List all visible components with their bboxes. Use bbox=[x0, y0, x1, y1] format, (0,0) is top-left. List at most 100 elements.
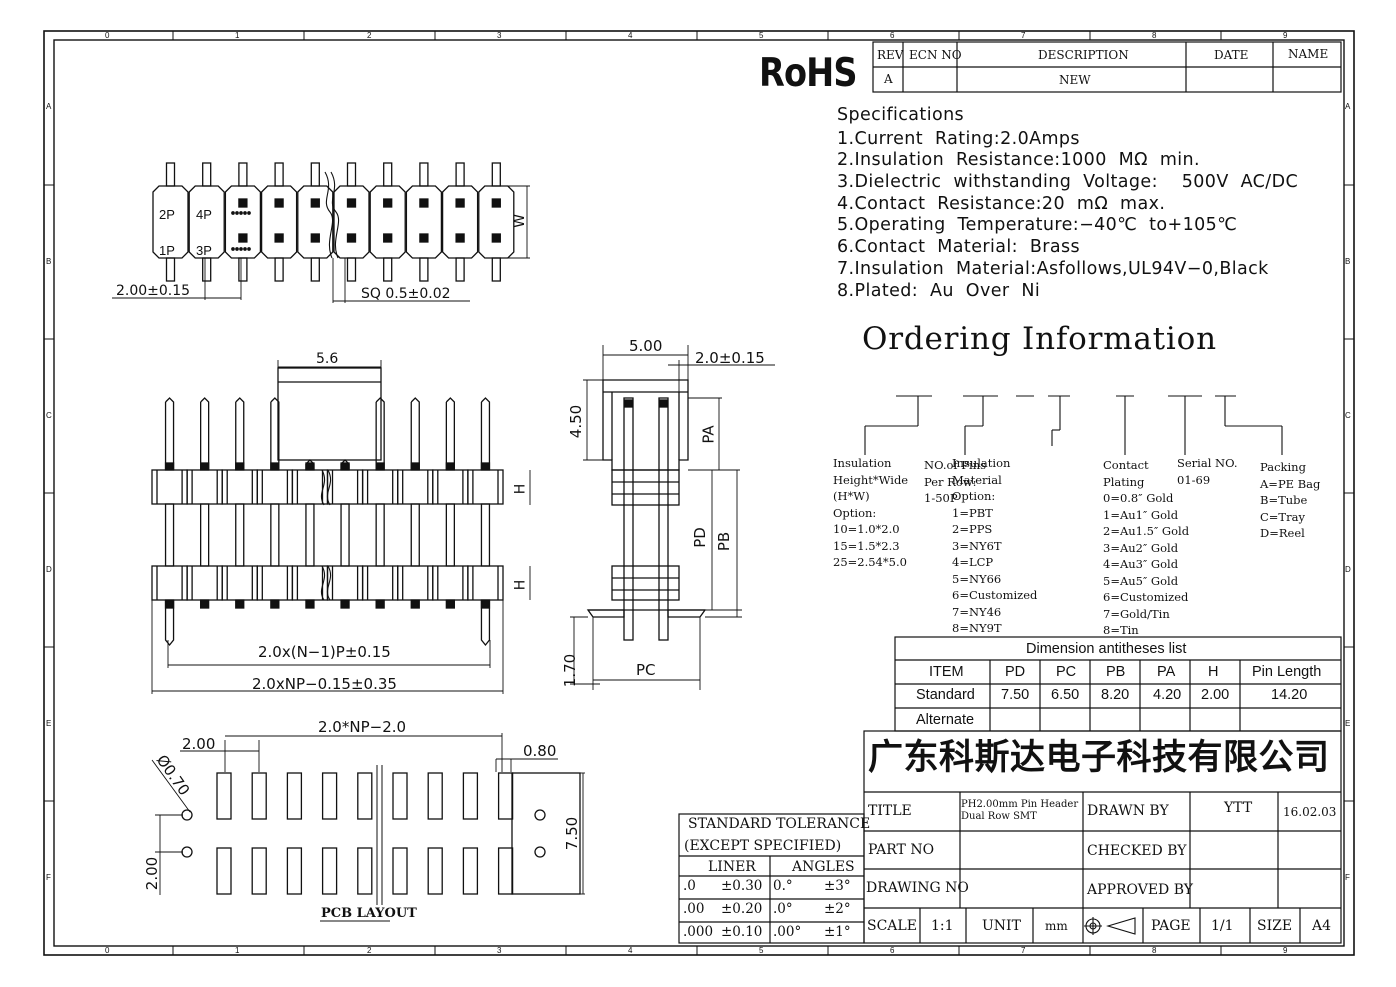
grid-column-label-top: 6 bbox=[890, 31, 895, 40]
tolerance-liner-decimal: .00 bbox=[683, 901, 705, 917]
top-view-pin-tail bbox=[419, 257, 429, 282]
front-view-pin-square bbox=[199, 462, 210, 471]
company-name: 广东科斯达电子科技有限公司 bbox=[868, 738, 1330, 778]
top-view-pin-tail bbox=[274, 257, 284, 282]
grid-column-label-top: 8 bbox=[1152, 31, 1157, 40]
drawn-by-label: DRAWN BY bbox=[1087, 803, 1169, 819]
side-pd-dimension: PD bbox=[690, 527, 709, 548]
top-view-dot bbox=[235, 247, 239, 251]
front-view-pin-square bbox=[305, 462, 315, 471]
approved-by-label: APPROVED BY bbox=[1087, 882, 1194, 898]
front-view-drawing bbox=[151, 360, 531, 694]
tolerance-liner-decimal: .0 bbox=[683, 878, 696, 894]
grid-row-label-left: B bbox=[46, 257, 52, 266]
pcb-pad bbox=[216, 772, 232, 820]
top-view-pin-square bbox=[419, 233, 429, 243]
ordering-title: Ordering Information bbox=[862, 321, 1217, 357]
grid-column-label-bottom: 4 bbox=[628, 946, 633, 955]
grid-row-label-left: C bbox=[46, 411, 52, 420]
top-view-pin-tail bbox=[491, 257, 501, 282]
tolerance-liner-value: ±0.10 bbox=[721, 924, 763, 940]
projection-symbol bbox=[1084, 917, 1136, 935]
grid-column-label-bottom: 7 bbox=[1021, 946, 1026, 955]
front-view-pin-mid bbox=[445, 503, 456, 567]
side-170-dimension: 1.70 bbox=[561, 653, 580, 688]
grid-column-label-top: 4 bbox=[628, 31, 633, 40]
dimension-alternate-label: Alternate bbox=[916, 712, 975, 728]
unit-label: UNIT bbox=[982, 918, 1021, 934]
top-view-pin-tail bbox=[165, 257, 176, 282]
grid-row-label-right: E bbox=[1345, 719, 1351, 728]
front-view-pin-square bbox=[270, 462, 280, 471]
front-view-pin-mid bbox=[199, 503, 210, 567]
spec-item: 1.Current Rating:2.0Amps bbox=[837, 128, 1080, 149]
pin-label-2p: 2P bbox=[159, 207, 175, 222]
side-450-dimension: 4.50 bbox=[567, 404, 586, 439]
top-view-housing-cell bbox=[224, 185, 262, 259]
top-view-pin-square bbox=[419, 198, 429, 208]
side-pb-dimension: PB bbox=[715, 531, 734, 552]
grid-column-label-bottom: 5 bbox=[759, 946, 764, 955]
pin-label-1p: 1P bbox=[159, 243, 175, 258]
top-view-pin-tail bbox=[238, 257, 248, 282]
tolerance-angle-value: ±3° bbox=[824, 878, 851, 894]
top-view-housing-cell bbox=[478, 185, 515, 259]
ordering-contact-plating: Contact Plating 0=0.8″ Gold 1=Au1″ Gold … bbox=[1103, 458, 1190, 637]
grid-row-label-right: F bbox=[1345, 873, 1350, 882]
name-header: NAME bbox=[1288, 47, 1329, 61]
dimension-header-cell: PB bbox=[1106, 664, 1126, 680]
title-value: PH2.00mm Pin Header Dual Row SMT bbox=[961, 799, 1079, 822]
top-view-housing-cell bbox=[260, 185, 298, 259]
pcb-pad bbox=[216, 847, 232, 895]
revision-table-lines bbox=[872, 41, 1342, 93]
title-block-lines bbox=[863, 730, 1342, 944]
front-view-pin-mid bbox=[340, 503, 350, 567]
top-view-pin-square bbox=[491, 233, 501, 243]
top-view-dot bbox=[247, 247, 251, 251]
spec-item: 4.Contact Resistance:20 mΩ max. bbox=[837, 193, 1166, 214]
grid-column-label-top: 7 bbox=[1021, 31, 1026, 40]
top-view-pin-square bbox=[455, 198, 465, 208]
front-view-pin-square bbox=[199, 599, 210, 609]
tolerance-liner-decimal: .000 bbox=[683, 924, 714, 940]
dimension-header-cell: ITEM bbox=[929, 664, 964, 680]
grid-row-label-left: D bbox=[46, 565, 52, 574]
side-width-dimension: 5.00 bbox=[629, 337, 663, 355]
top-view-pin-tip bbox=[419, 162, 429, 187]
top-view-dot bbox=[239, 247, 243, 251]
front-view-pin-top bbox=[270, 397, 280, 470]
angles-label: ANGLES bbox=[792, 859, 855, 875]
tolerance-angle-decimal: .00° bbox=[773, 924, 802, 940]
front-view-pin-top bbox=[375, 397, 385, 470]
spec-item: 3.Dielectric withstanding Voltage: 500V … bbox=[837, 172, 1299, 193]
pcb-pad bbox=[392, 847, 408, 895]
front-view-pin-top bbox=[235, 397, 245, 470]
top-view-pin-square bbox=[383, 233, 393, 243]
tolerance-title-2: (EXCEPT SPECIFIED) bbox=[684, 838, 842, 854]
grid-column-label-bottom: 2 bbox=[367, 946, 372, 955]
front-view-pin-square bbox=[164, 462, 175, 471]
dimension-standard-cell: 2.00 bbox=[1201, 687, 1230, 703]
rev-value: A bbox=[884, 72, 893, 86]
front-view-pin-mid bbox=[235, 503, 245, 567]
front-view-pin-square bbox=[375, 599, 385, 609]
top-w-dimension: W bbox=[511, 214, 528, 228]
ordering-serial-no: Serial NO. 01-69 bbox=[1177, 456, 1238, 487]
tolerance-angle-decimal: 0.° bbox=[773, 878, 793, 894]
pcb-pad bbox=[357, 847, 373, 895]
front-view-pin-bottom bbox=[480, 600, 491, 647]
rev-header: REV bbox=[877, 48, 904, 62]
specifications-title: Specifications bbox=[837, 105, 965, 125]
front-view-pin-square bbox=[410, 599, 420, 609]
top-view-dot bbox=[243, 211, 247, 215]
top-view-pin-tip bbox=[274, 162, 284, 187]
pcb-080-dimension: 0.80 bbox=[523, 742, 557, 760]
top-view-pin-tip bbox=[455, 162, 465, 187]
top-view-pin-tip bbox=[491, 162, 501, 187]
ordering-insulation-material: Insulation Material Option: 1=PBT 2=PPS … bbox=[952, 456, 1038, 635]
dimension-standard-cell: 14.20 bbox=[1271, 687, 1308, 703]
top-view-pin-tip bbox=[346, 162, 357, 187]
front-view-pin-square bbox=[340, 462, 350, 471]
top-view-housing-cell bbox=[441, 185, 479, 259]
